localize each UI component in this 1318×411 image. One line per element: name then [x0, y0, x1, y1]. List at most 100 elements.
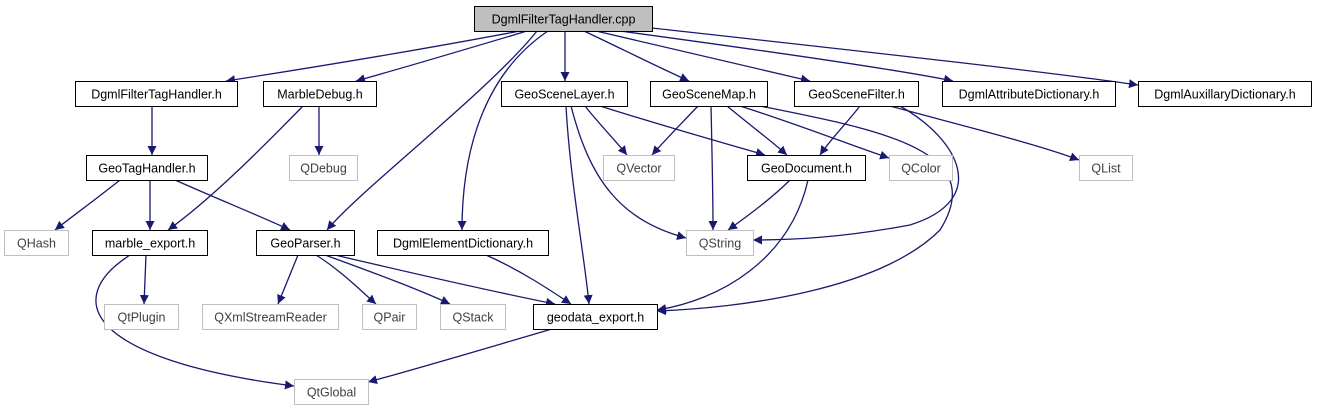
edge-geoparser_h-to-qstack [324, 254, 451, 305]
node-box [942, 81, 1116, 107]
node-box [747, 155, 866, 181]
edge-root-to-geoscenefilter_h [595, 30, 811, 84]
edge-marbledebug_h-to-marble_export_h [167, 105, 304, 231]
edge-geodocument_h-to-geodata_export_h [656, 179, 809, 314]
node-qstring: QString [686, 230, 754, 256]
node-label: QStack [453, 311, 495, 325]
node-qxmlstreamreader: QXmlStreamReader [202, 304, 339, 330]
edge-root-to-geoparser_h [326, 30, 538, 231]
node-label: GeoSceneLayer.h [514, 88, 614, 102]
node-dgmlattrdict-h[interactable]: DgmlAttributeDictionary.h [942, 81, 1116, 107]
node-box [686, 230, 754, 256]
edge-geoparser_h-to-qxmlstreamreader [277, 254, 299, 305]
node-label: QHash [17, 237, 56, 251]
node-label: QtGlobal [307, 386, 356, 400]
node-label: geodata_export.h [547, 311, 644, 325]
edge-geotaghandler_h-to-qhash [54, 179, 121, 231]
node-geodocument-h[interactable]: GeoDocument.h [747, 155, 866, 181]
node-label: GeoDocument.h [761, 162, 852, 176]
edge-geoscenemap_h-to-geodata_export_h [656, 105, 953, 316]
edge-geoscenelayer_h-to-geodata_export_h [565, 105, 593, 305]
node-label: QString [699, 237, 741, 251]
edge-geoscenefilter_h-to-qstring [752, 105, 959, 245]
node-label: DgmlFilterTagHandler.h [91, 88, 222, 102]
edge-geoscenemap_h-to-qvector [651, 105, 699, 156]
node-qvector: QVector [603, 155, 675, 181]
edge-geoscenelayer_h-to-qstring [570, 105, 687, 240]
node-box [289, 155, 358, 181]
node-geoscenemap-h[interactable]: GeoSceneMap.h [650, 81, 768, 107]
node-geodata-export-h[interactable]: geodata_export.h [533, 304, 658, 330]
node-box [474, 6, 653, 32]
node-label: MarbleDebug.h [277, 88, 363, 102]
node-box [794, 81, 919, 107]
node-label: GeoSceneMap.h [662, 88, 756, 102]
edge-root-to-dgmlattrdict_h [619, 30, 954, 84]
node-qpair: QPair [362, 304, 417, 330]
node-box [86, 155, 208, 181]
edge-geodata_export_h-to-qtglobal [367, 328, 553, 385]
edge-geoparser_h-to-geodata_export_h [334, 254, 556, 307]
node-marble-export-h[interactable]: marble_export.h [92, 230, 208, 256]
node-geoparser-h[interactable]: GeoParser.h [256, 230, 355, 256]
node-label: QList [1091, 162, 1121, 176]
node-qdebug: QDebug [289, 155, 358, 181]
node-box [603, 155, 675, 181]
edge-geoscenelayer_h-to-qvector [584, 105, 628, 156]
edge-root-to-dgmlauxdict_h [651, 27, 1139, 89]
node-box [440, 304, 506, 330]
node-box [533, 304, 658, 330]
node-box [256, 230, 355, 256]
node-qhash: QHash [4, 230, 69, 256]
node-qtplugin: QtPlugin [104, 304, 179, 330]
node-geoscenefilter-h[interactable]: GeoSceneFilter.h [794, 81, 919, 107]
node-box [1138, 81, 1312, 107]
edge-root-to-dgmlfth_h [225, 30, 521, 85]
nodes-layer: DgmlFilterTagHandler.cppDgmlFilterTagHan… [4, 6, 1312, 405]
node-box [889, 155, 953, 181]
edge-geoscenefilter_h-to-geodocument_h [819, 105, 861, 156]
edge-geoscenemap_h-to-qstring [708, 105, 718, 231]
node-box [294, 379, 369, 405]
node-qcolor: QColor [889, 155, 953, 181]
edge-root-to-marbledebug_h [355, 30, 528, 83]
node-dgmlauxdict-h[interactable]: DgmlAuxillaryDictionary.h [1138, 81, 1312, 107]
node-label: QDebug [300, 162, 347, 176]
node-label: QXmlStreamReader [214, 311, 327, 325]
edge-geotaghandler_h-to-geoparser_h [174, 179, 291, 231]
node-label: GeoParser.h [270, 237, 340, 251]
node-box [362, 304, 417, 330]
edge-geoscenemap_h-to-qcolor [739, 105, 890, 160]
edge-geoscenelayer_h-to-geodocument_h [599, 105, 766, 157]
node-marbledebug-h[interactable]: MarbleDebug.h [263, 81, 377, 107]
node-box [202, 304, 339, 330]
node-label: DgmlAttributeDictionary.h [959, 88, 1100, 102]
node-box [4, 230, 69, 256]
node-root[interactable]: DgmlFilterTagHandler.cpp [474, 6, 653, 32]
node-dgmlelemdict-h[interactable]: DgmlElementDictionary.h [377, 230, 549, 256]
node-geoscenelayer-h[interactable]: GeoSceneLayer.h [501, 81, 628, 107]
node-box [377, 230, 549, 256]
edge-root-to-dgmlelemdict_h [457, 30, 549, 231]
node-box [104, 304, 179, 330]
node-box [92, 230, 208, 256]
node-label: GeoTagHandler.h [98, 162, 195, 176]
node-label: QtPlugin [118, 311, 166, 325]
node-qlist: QList [1079, 155, 1133, 181]
edge-geoscenefilter_h-to-qlist [889, 105, 1080, 161]
node-geotaghandler-h[interactable]: GeoTagHandler.h [86, 155, 208, 181]
edge-geodocument_h-to-qstring [727, 179, 791, 231]
edge-geoscenemap_h-to-geodocument_h [726, 105, 788, 156]
edge-marble_export_h-to-qtplugin [139, 254, 149, 305]
node-label: marble_export.h [105, 237, 195, 251]
node-label: DgmlElementDictionary.h [393, 237, 533, 251]
node-label: DgmlAuxillaryDictionary.h [1154, 88, 1296, 102]
node-box [650, 81, 768, 107]
node-label: DgmlFilterTagHandler.cpp [492, 13, 636, 27]
node-qtglobal: QtGlobal [294, 379, 369, 405]
node-box [501, 81, 628, 107]
edge-dgmlelemdict_h-to-geodata_export_h [485, 254, 572, 305]
node-dgmlfth-h[interactable]: DgmlFilterTagHandler.h [75, 81, 238, 107]
node-box [75, 81, 238, 107]
